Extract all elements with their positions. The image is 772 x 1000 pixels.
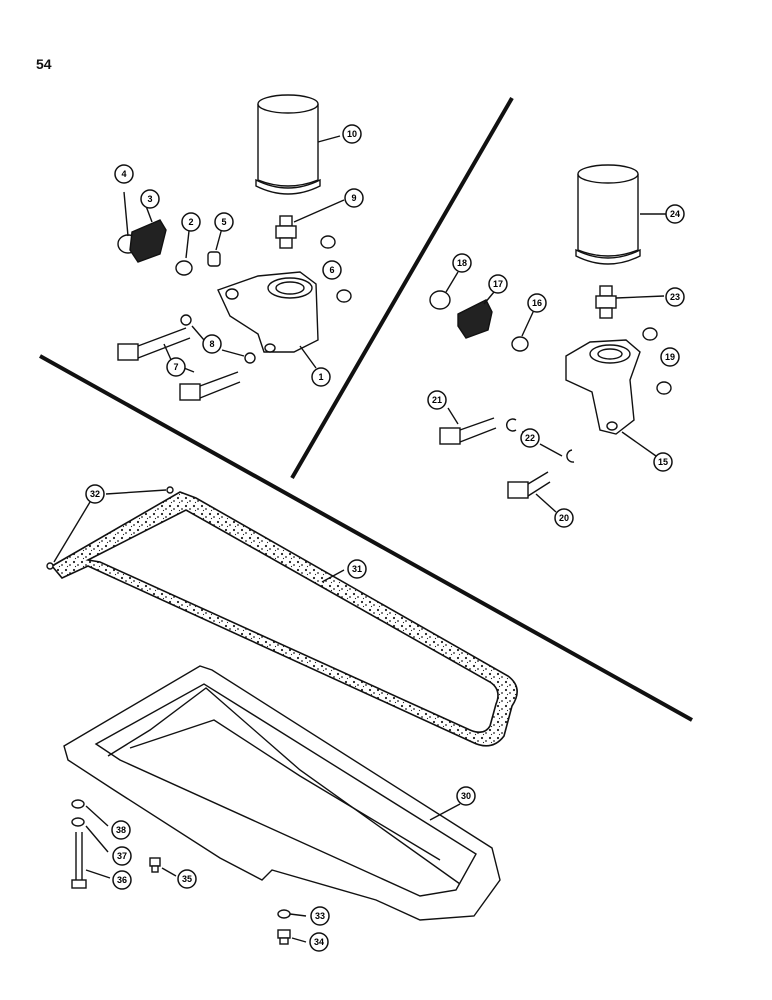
callout-15: 15: [658, 457, 668, 467]
callout-17: 17: [493, 279, 503, 289]
page-number: 54: [36, 56, 52, 72]
plug: [429, 290, 451, 310]
lock-washer: [566, 449, 575, 463]
callout-18: 18: [457, 258, 467, 268]
washer: [277, 909, 291, 919]
callout-36: 36: [117, 875, 127, 885]
o-ring: [336, 289, 352, 303]
callout-4: 4: [121, 169, 126, 179]
callout-24: 24: [670, 209, 680, 219]
bolt: [507, 471, 551, 499]
bolt: [439, 417, 497, 445]
adapter-fitting: [275, 215, 297, 249]
callout-8: 8: [209, 339, 214, 349]
callout-37: 37: [117, 851, 127, 861]
divider-line: [39, 354, 693, 722]
sleeve: [207, 251, 221, 267]
callout-16: 16: [532, 298, 542, 308]
callout-38: 38: [116, 825, 126, 835]
callout-34: 34: [314, 937, 324, 947]
valve: [511, 336, 529, 352]
oil-filter-left: [255, 94, 321, 195]
callout-3: 3: [147, 194, 152, 204]
long-bolt: [71, 832, 87, 889]
callout-19: 19: [665, 352, 675, 362]
callout-7: 7: [173, 362, 178, 372]
washer: [71, 817, 85, 827]
o-ring: [320, 235, 336, 249]
callout-30: 30: [461, 791, 471, 801]
valve: [175, 260, 193, 276]
o-ring: [642, 327, 658, 341]
oil-pan-gasket: [50, 491, 518, 747]
spring: [457, 299, 493, 339]
callout-21: 21: [432, 395, 442, 405]
callout-10: 10: [347, 129, 357, 139]
callout-9: 9: [351, 193, 356, 203]
callout-33: 33: [315, 911, 325, 921]
callout-1: 1: [318, 372, 323, 382]
screw: [149, 857, 161, 873]
bolt: [179, 371, 241, 401]
adapter-fitting: [595, 285, 617, 319]
o-ring: [656, 381, 672, 395]
callout-32: 32: [90, 489, 100, 499]
dowel: [46, 562, 54, 570]
washer: [180, 314, 192, 326]
oil-pan: [63, 665, 501, 921]
callout-2: 2: [188, 217, 193, 227]
callout-20: 20: [559, 513, 569, 523]
callout-5: 5: [221, 217, 226, 227]
bolt: [117, 327, 191, 361]
callout-6: 6: [329, 265, 334, 275]
washer: [244, 352, 256, 364]
spring: [129, 219, 167, 263]
washer: [71, 799, 85, 809]
callout-35: 35: [182, 874, 192, 884]
filter-head: [565, 339, 641, 435]
drain-plug: [277, 929, 291, 945]
callout-circles: [85, 124, 685, 952]
oil-filter-right: [575, 164, 641, 265]
divider-line: [290, 96, 514, 480]
lock-washer: [506, 418, 517, 432]
filter-head: [217, 271, 319, 353]
callout-22: 22: [525, 433, 535, 443]
callout-23: 23: [670, 292, 680, 302]
dowel: [166, 486, 174, 494]
callout-31: 31: [352, 564, 362, 574]
